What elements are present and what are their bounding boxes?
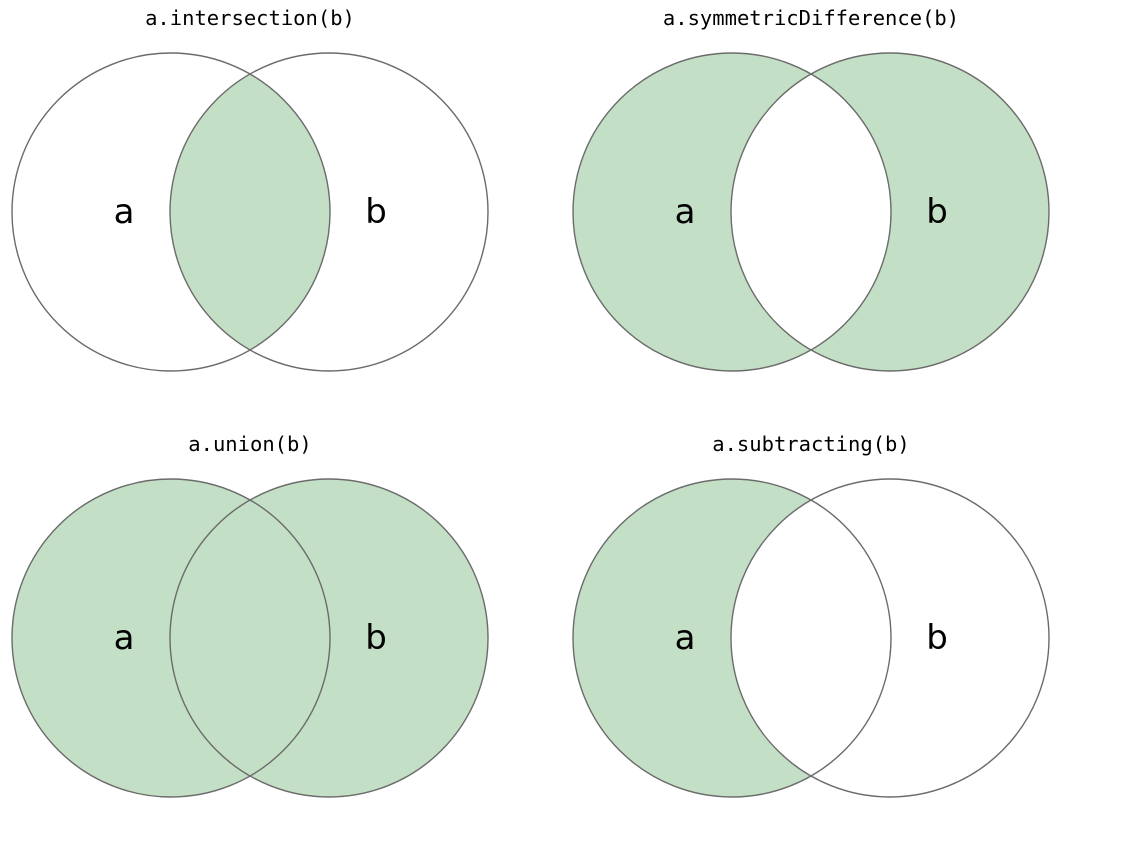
region-overlap [731, 53, 891, 371]
venn-svg-intersection: a b [11, 52, 489, 372]
venn-svg-symmetric-difference: a b [511, 0, 1122, 490]
set-label-a: a [114, 192, 135, 232]
venn-panel-intersection: a.intersection(b) a b [0, 0, 561, 425]
region-overlap [170, 479, 330, 797]
region-overlap [170, 53, 330, 371]
set-label-a: a [675, 192, 696, 232]
set-label-b: b [365, 192, 387, 232]
circle-b-outline [730, 478, 1050, 798]
circle-a-outline [11, 52, 331, 372]
set-label-b: b [365, 618, 387, 658]
venn-svg-subtracting: a b [511, 416, 1122, 851]
panel-title-intersection: a.intersection(b) [145, 6, 355, 30]
circle-a-outline [11, 478, 331, 798]
region-a-only [511, 416, 1122, 851]
set-label-b: b [926, 618, 948, 658]
circle-b-outline [169, 52, 489, 372]
set-label-a: a [114, 618, 135, 658]
venn-svg-union: a b [11, 478, 489, 798]
venn-panel-symmetric-difference: a.symmetricDifference(b) [511, 0, 1122, 490]
panel-title-union: a.union(b) [188, 432, 312, 456]
set-label-a: a [675, 618, 696, 658]
set-label-b: b [926, 192, 948, 232]
circle-b-outline [169, 478, 489, 798]
circle-b-outline [730, 52, 1050, 372]
venn-panel-union: a.union(b) a b [0, 426, 561, 851]
circle-a-outline [572, 478, 892, 798]
circle-a-outline [572, 52, 892, 372]
venn-panel-subtracting: a.subtracting(b) a b [511, 416, 1122, 851]
